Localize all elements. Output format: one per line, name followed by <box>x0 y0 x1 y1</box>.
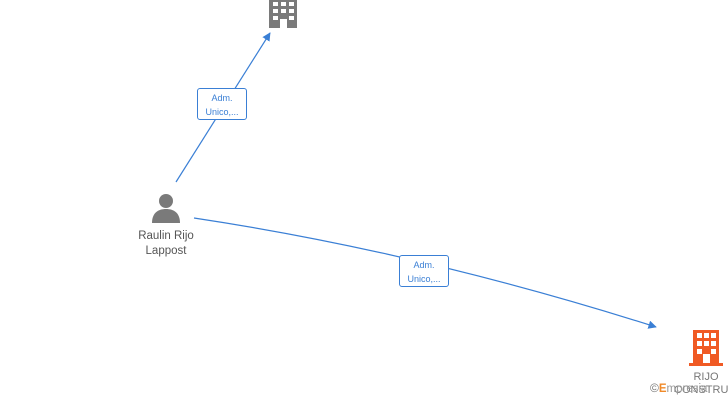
person-name-line2: Lappost <box>145 245 187 257</box>
person-name-line1: Raulin Rijo <box>138 230 194 242</box>
building-icon <box>269 0 297 28</box>
company-node-top[interactable] <box>266 0 300 35</box>
edge-label-line2: Unico,... <box>205 107 239 117</box>
edge-label-line1: Adm. <box>413 260 435 270</box>
watermark-brand: mpresia <box>666 383 708 395</box>
person-node[interactable]: Raulin Rijo Lappost <box>116 192 216 259</box>
person-icon <box>152 194 180 223</box>
building-icon <box>689 330 723 366</box>
edge-label-line1: Adm. <box>211 93 233 103</box>
company-name-line2: CONSTRUC... <box>674 384 728 396</box>
edge-label-top[interactable]: Adm. Unico,... <box>197 88 247 120</box>
company-node-main[interactable]: RIJO CONSTRUC... <box>674 330 728 397</box>
empresia-watermark: ©Empresia <box>650 381 707 395</box>
watermark-e-letter: E <box>658 383 667 395</box>
copyright-symbol: © <box>650 381 659 395</box>
edge-label-line2: Unico,... <box>407 274 441 284</box>
company-name-line1: RIJO <box>693 371 719 383</box>
edge-label-main[interactable]: Adm. Unico,... <box>399 255 449 287</box>
